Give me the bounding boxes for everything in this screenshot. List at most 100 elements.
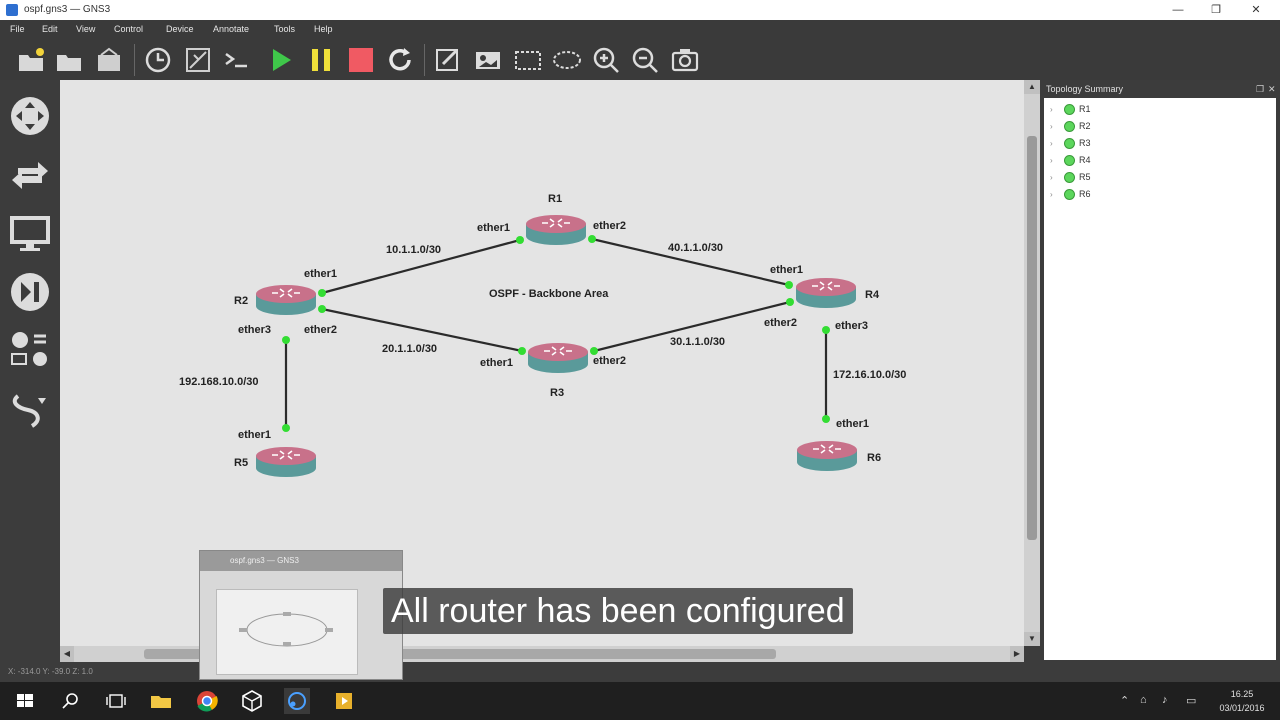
expand-chevron-icon[interactable]: › <box>1050 190 1053 199</box>
add-link-icon[interactable] <box>8 388 52 432</box>
taskbar-thumbnail-preview[interactable]: ospf.gns3 — GNS3 <box>199 550 403 680</box>
link-status-dot <box>318 305 326 313</box>
zoom-in-icon[interactable] <box>589 43 623 77</box>
draw-rectangle-icon[interactable] <box>511 43 545 77</box>
open-project-icon[interactable] <box>52 43 86 77</box>
topology-node-r3[interactable]: ›R3 <box>1050 138 1091 150</box>
link-r3-r4 <box>593 300 791 353</box>
router-r4 <box>795 277 857 309</box>
expand-chevron-icon[interactable]: › <box>1050 139 1053 148</box>
scroll-up-icon[interactable]: ▲ <box>1024 80 1040 94</box>
router-r1 <box>525 214 587 246</box>
dock-float-icon[interactable]: ❐ <box>1256 84 1265 94</box>
save-snapshot-icon[interactable] <box>92 43 126 77</box>
menu-edit[interactable]: Edit <box>42 24 58 34</box>
expand-chevron-icon[interactable]: › <box>1050 122 1053 131</box>
scroll-right-icon[interactable]: ▶ <box>1010 646 1024 662</box>
topology-node-r2[interactable]: ›R2 <box>1050 121 1091 133</box>
start-all-icon[interactable] <box>264 43 298 77</box>
menu-file[interactable]: File <box>10 24 25 34</box>
menu-tools[interactable]: Tools <box>274 24 296 34</box>
insert-picture-icon[interactable] <box>471 43 505 77</box>
interface-label: ether1 <box>238 429 271 441</box>
router-r6 <box>796 440 858 472</box>
network-label: 20.1.1.0/30 <box>382 343 437 355</box>
node-status-icon <box>1064 104 1075 116</box>
menu-control[interactable]: Control <box>114 24 144 34</box>
router-r2 <box>255 284 317 316</box>
scroll-down-icon[interactable]: ▼ <box>1024 632 1040 646</box>
topology-summary-list: ›R1 ›R2 ›R3 ›R4 ›R5 ›R6 <box>1044 98 1276 660</box>
menu-help[interactable]: Help <box>314 24 333 34</box>
interface-label: ether2 <box>764 317 797 329</box>
link-status-dot <box>822 415 830 423</box>
add-note-icon[interactable] <box>431 43 465 77</box>
router-label: R5 <box>234 457 248 469</box>
router-label: R3 <box>550 387 564 399</box>
menu-device[interactable]: Device <box>166 24 194 34</box>
stop-all-icon[interactable] <box>344 43 378 77</box>
screenshot-icon[interactable] <box>668 43 702 77</box>
browse-all-devices-icon[interactable] <box>8 326 52 370</box>
topology-node-r5[interactable]: ›R5 <box>1050 172 1091 184</box>
tray-chevron-icon[interactable]: ⌃ <box>1120 695 1130 707</box>
draw-ellipse-icon[interactable] <box>550 43 584 77</box>
link-r2-r3 <box>321 307 523 353</box>
browse-switches-icon[interactable] <box>8 152 52 196</box>
gns3-icon[interactable] <box>284 688 310 714</box>
console-all-icon[interactable] <box>220 43 254 77</box>
device-dock <box>0 80 60 660</box>
zoom-out-icon[interactable] <box>628 43 662 77</box>
browse-end-devices-icon[interactable] <box>8 212 52 256</box>
new-project-icon[interactable] <box>14 43 48 77</box>
file-explorer-icon[interactable] <box>148 688 174 714</box>
canvas-vertical-scrollbar[interactable]: ▲ ▼ <box>1024 80 1040 646</box>
menu-annotate[interactable]: Annotate <box>213 24 250 34</box>
area-note: OSPF - Backbone Area <box>489 288 609 300</box>
windows-start-icon[interactable] <box>12 688 38 714</box>
interface-label: ether3 <box>238 324 271 336</box>
chrome-icon[interactable] <box>194 688 220 714</box>
topology-node-r6[interactable]: ›R6 <box>1050 189 1091 201</box>
video-subtitle: All router has been configured <box>383 588 853 634</box>
system-clock[interactable]: 16.25 03/01/2016 <box>1212 687 1272 715</box>
title-bar: ospf.gns3 — GNS3 — ❐ ✕ <box>0 0 1280 20</box>
network-label: 10.1.1.0/30 <box>386 244 441 256</box>
windows-taskbar: ⌃ ⌂ ♪ ▭ 16.25 03/01/2016 <box>0 682 1280 720</box>
minimize-button[interactable]: — <box>1172 4 1184 16</box>
status-bar: X: -314.0 Y: -39.0 Z: 1.0 <box>0 662 1280 682</box>
browse-security-devices-icon[interactable] <box>8 270 52 314</box>
scroll-left-icon[interactable]: ◀ <box>60 646 74 662</box>
network-icon[interactable]: ⌂ <box>1140 694 1147 706</box>
network-label: 40.1.1.0/30 <box>668 242 723 254</box>
link-status-dot <box>785 281 793 289</box>
node-status-icon <box>1064 138 1075 150</box>
suspend-all-icon[interactable] <box>304 43 338 77</box>
virtualbox-icon[interactable] <box>239 688 265 714</box>
search-icon[interactable] <box>58 688 84 714</box>
topology-node-r1[interactable]: ›R1 <box>1050 104 1091 116</box>
scroll-thumb[interactable] <box>1027 136 1037 540</box>
reload-all-icon[interactable] <box>383 43 417 77</box>
browse-routers-icon[interactable] <box>8 94 52 138</box>
scroll-thumb[interactable] <box>144 649 776 659</box>
node-status-icon <box>1064 189 1075 201</box>
show-interface-labels-icon[interactable] <box>181 43 215 77</box>
restore-button[interactable]: ❐ <box>1211 4 1221 16</box>
expand-chevron-icon[interactable]: › <box>1050 173 1053 182</box>
expand-chevron-icon[interactable]: › <box>1050 105 1053 114</box>
media-player-icon[interactable] <box>331 688 357 714</box>
clock-time: 16.25 <box>1230 689 1254 699</box>
notification-icon[interactable]: ▭ <box>1186 695 1197 707</box>
link-status-dot <box>588 235 596 243</box>
scene-coordinates: X: -314.0 Y: -39.0 Z: 1.0 <box>8 667 93 676</box>
dock-close-icon[interactable]: ✕ <box>1268 84 1276 94</box>
topology-node-r4[interactable]: ›R4 <box>1050 155 1091 167</box>
link-status-dot <box>590 347 598 355</box>
expand-chevron-icon[interactable]: › <box>1050 156 1053 165</box>
volume-icon[interactable]: ♪ <box>1162 694 1168 706</box>
menu-view[interactable]: View <box>76 24 96 34</box>
task-view-icon[interactable] <box>103 688 129 714</box>
history-icon[interactable] <box>141 43 175 77</box>
close-button[interactable]: ✕ <box>1251 4 1261 16</box>
